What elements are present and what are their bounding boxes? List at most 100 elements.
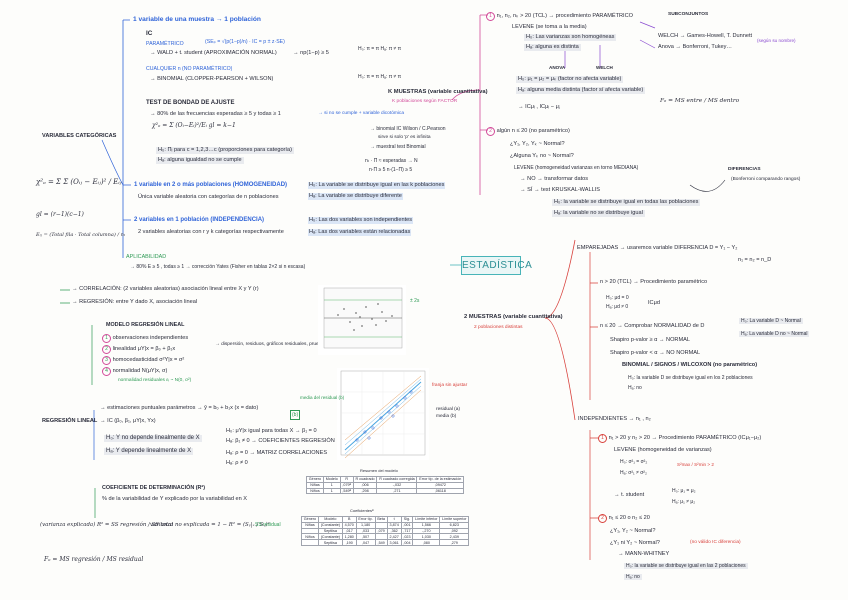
chi-square-formula: χ²ₒ = Σ Σ (Oᵢⱼ − Eᵢⱼ)² / Eᵢⱼ — [36, 178, 122, 186]
k-ic: → ICμᵢ , ICμᵢ − μⱼ — [518, 104, 560, 110]
paired-nonparam-h0: H₀: la variable D se distribuye igual en… — [628, 375, 753, 381]
regression-band-svg — [340, 370, 426, 459]
table-cell: ,298 — [352, 487, 378, 495]
independence-h0: H₀: Las dos variables son independientes — [308, 217, 414, 224]
welch-label: WELCH — [596, 65, 613, 70]
paired-n: n₁ = n₂ = n_D — [738, 257, 772, 263]
k-samples-heading: K MUESTRAS (variable cuantitativa) — [388, 89, 488, 95]
no-ic-note: (no válido IC diferencia) — [690, 540, 741, 545]
residual-plot-svg — [323, 287, 403, 349]
np-condition: → np(1−p) ≥ 5 — [293, 50, 329, 56]
anova-label: ANOVA — [549, 65, 566, 70]
nonparametric-label: CUALQUIER n (NO PARAMÉTRICO) — [146, 66, 233, 72]
hypothesis-a: H₀: π = π Hₐ: π ≠ π — [358, 46, 402, 52]
table-cell: ,079ª — [339, 481, 354, 489]
band-residual-mean: media del residual (b) — [300, 395, 345, 400]
gof-h0: H₀: Πᵢ para c = 1,2,3…c (proporciones pa… — [156, 147, 294, 154]
assumption-2: 2 linealidad μY|x = β₀ + β₁x — [102, 345, 175, 354]
table-cell: ,004 — [400, 539, 414, 546]
independence-ha: Hₐ: Las dos variables están relacionadas — [308, 229, 412, 236]
k-normality-2: ¿Alguna Yₖ no ~ Normal? — [510, 153, 574, 159]
gof-condition: → 80% de las frecuencias esperadas ≥ 5 y… — [150, 111, 281, 117]
main-title: ESTADÍSTICA — [461, 256, 532, 275]
subsets-heading: SUBCONJUNTOS — [668, 12, 709, 17]
assumption-3: 3 homocedasticidad σ²Y|x = σ² — [102, 356, 184, 365]
model-heading: MODELO REGRESIÓN LINEAL — [106, 322, 185, 328]
k-kruskal: → SÍ → test KRUSKAL-WALLIS — [520, 187, 600, 193]
gof-ha: Hₐ: alguna igualdad no se cumple — [156, 157, 244, 164]
homogeneity-heading: 1 variable en 2 o más poblaciones (HOMOG… — [134, 182, 288, 188]
gof-heading: TEST DE BONDAD DE AJUSTE — [146, 100, 235, 106]
table-cell: Niñas — [306, 481, 324, 489]
variance-ratio-note: S²max / S²min > 2 — [677, 462, 714, 467]
d-normal-ha: Hₐ: La variable D no ~ Normal — [739, 331, 810, 337]
assumption-note2: normalidad residuales εᵢ ~ N(0, σ²) — [118, 378, 192, 383]
independence-heading: 2 variables en 1 población (INDEPENDENCI… — [134, 217, 265, 223]
assumption-note: → dispersión, residuos, gráficos residua… — [215, 342, 352, 347]
anova-posthoc: Anova → Bonferroni, Tukey… — [658, 44, 732, 50]
bin-note: → binomial IC Wilson / C.Pearson — [370, 126, 446, 132]
hypothesis-b: H₀: π = π Hₐ: π ≠ π — [358, 74, 402, 80]
table-header-cell: Género — [306, 476, 324, 483]
anova-f-ratio: Fₒ = MS entre / MS dentro — [660, 98, 740, 104]
k-levene-ha: Hₐ: alguna es distinta — [524, 44, 581, 51]
unexplained-formula: varianza no explicada = 1 − R² = (Sᵧ|ₓ /… — [150, 522, 270, 528]
one-var-heading: 1 variable de una muestra → 1 población — [133, 16, 261, 23]
band-b-note: (b) — [290, 410, 301, 420]
table-cell: ,549ª — [339, 487, 354, 495]
paired-case1: n > 20 (TCL) → Procedimiento paramétrico — [600, 279, 708, 285]
independent-levene: LEVENE (homogeneidad de varianzas) — [614, 447, 712, 453]
assumption-4: 4 normalidad N(μY|x, σ) — [102, 367, 167, 376]
k-case2: 2 algún n ≤ 20 (no paramétrico) — [486, 127, 570, 136]
differences-heading: DIFERENCIAS — [728, 167, 761, 172]
k-normality-1: ¿Y₁, Y₂, Yₖ ~ Normal? — [510, 141, 565, 147]
table-header-cell: Error típ. de la estimación — [416, 476, 465, 483]
reg-hac2: Hₐ: ρ ≠ 0 — [226, 460, 248, 466]
ic-label: IC — [146, 30, 153, 37]
paired-h0: H₀: μd = 0 — [606, 295, 629, 301]
assumption-1: 1 observaciones independientes — [102, 334, 188, 343]
paired-line: EMPAREJADAS → usaremos variable DIFERENC… — [577, 245, 738, 251]
determination-desc: % de la variabilidad de Y explicado por … — [102, 496, 248, 502]
ntn-note2: n·Π ≥ 5 n·(1−Π) ≥ 5 — [369, 167, 413, 173]
degrees-freedom: gl = (r−1)(c−1) — [36, 211, 84, 218]
mann-whitney-ha: Hₐ: no — [624, 574, 642, 580]
binomial-line: → BINOMIAL (CLOPPER-PEARSON + WILSON) — [150, 76, 274, 82]
estimates-line: → estimaciones puntuales parámetros → ŷ … — [100, 405, 259, 411]
posthoc-note: (según su nombre) — [757, 38, 796, 43]
independent-line: INDEPENDIENTES → n₁ , n₂ — [578, 416, 651, 422]
kruskal-h0: H₀: la variable se distribuye igual en t… — [552, 199, 701, 206]
reg-hac: Hₐ: ρ = 0 → MATRIZ CORRELACIONES — [226, 450, 328, 456]
k-case1: 1 n₁, n₂, nₖ > 20 (TCL) → procedimiento … — [486, 12, 633, 21]
table1-caption: Resumen del modelo — [360, 468, 398, 473]
table-header-cell: R — [339, 476, 354, 483]
table-cell — [301, 539, 319, 546]
paired-case2: n ≤ 20 → Comprobar NORMALIDAD de D — [600, 323, 705, 329]
table-cell: ,279 — [439, 539, 470, 546]
k-levene-h0: H₀: Las varianzas son homogéneas — [524, 34, 617, 41]
welch-posthoc: WELCH → Games-Howell, T. Dunnett — [658, 33, 753, 39]
band-label: franja sin ajustar — [432, 383, 468, 388]
nonparam-tests: BINOMIAL / SIGNOS / WILCOXON (no paramét… — [622, 362, 758, 368]
wald-line: → WALD + t. student (APROXIMACIÓN NORMAL… — [150, 50, 277, 56]
two-samples-heading: 2 MUESTRAS (variable cuantitativa) — [464, 314, 563, 320]
estimates-ic: → IC (β₀, β₁, μY|x, Yx) — [100, 418, 156, 424]
k-levene: LEVENE (se toma a la media) — [512, 24, 587, 30]
table-cell: ,190 — [341, 539, 357, 546]
gof-note: → si no se cumple + variable dicotómica — [318, 111, 404, 116]
two-samples-subhead: 2 poblaciones distintas — [474, 325, 523, 330]
table-cell: ,549 — [374, 539, 388, 546]
ss-residual: SS residual — [255, 522, 281, 528]
reg-ha: Hₐ: Y depende linealmente de X — [104, 448, 194, 456]
regression-line: → REGRESIÓN: entre Y dado X, asociación … — [72, 299, 198, 305]
regression-band-plot — [337, 368, 429, 460]
paired-nonparam-ha: Hₐ: no — [628, 385, 642, 391]
correlation-line: → CORRELACIÓN: (2 variables aleatorias) … — [72, 286, 259, 292]
gof-chi: χ²ₒ = Σ (Oᵢ−Eᵢ)²/Eᵢ gl = k−1 — [152, 122, 236, 129]
independent-case2: 2 n₁ ≤ 20 o n₂ ≤ 20 — [598, 514, 650, 523]
k-mean-ha: Hₐ: alguna media distinta (factor sí afe… — [516, 87, 646, 94]
